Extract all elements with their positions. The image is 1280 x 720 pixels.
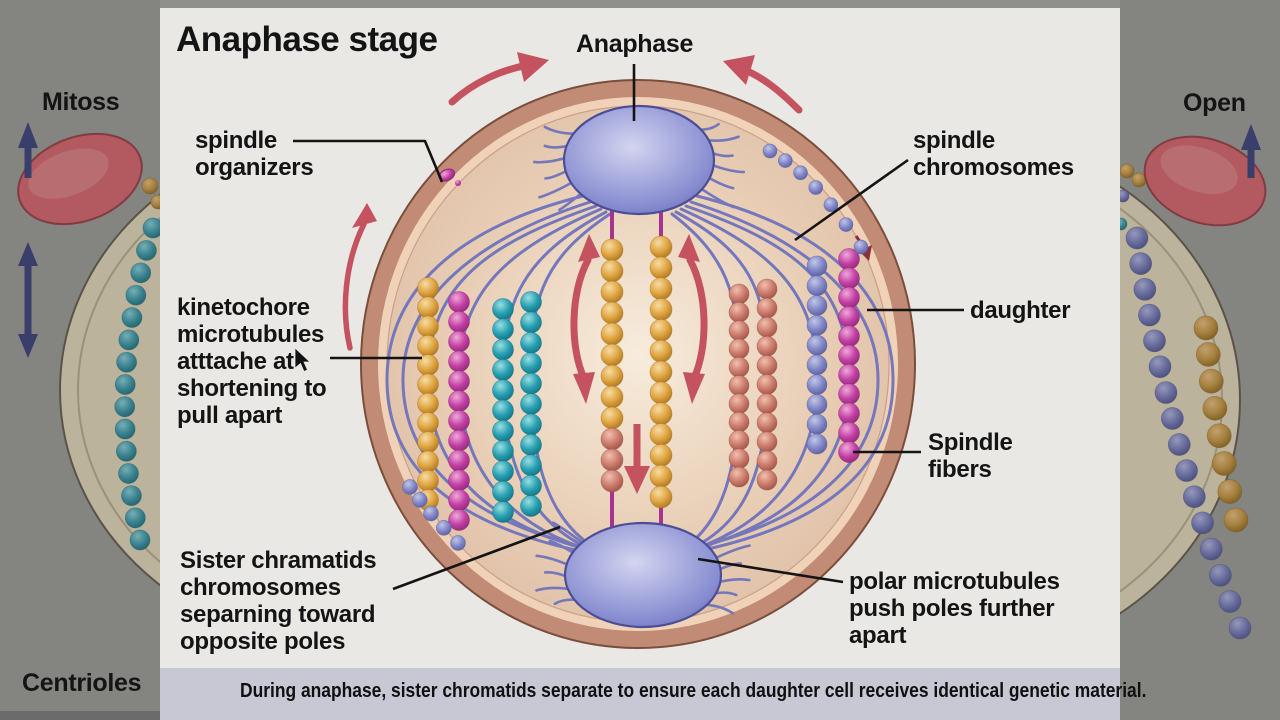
bottom-pole: [535, 521, 751, 629]
caption-bar: [160, 668, 1120, 720]
up-arrow-icon: [18, 122, 38, 178]
sister-chromatids-pointer: [392, 525, 561, 591]
rotation-arrow-top-left: [448, 61, 532, 106]
polar-microtubules-pointer: [697, 557, 844, 584]
rotation-arrow-left-edge: [342, 221, 367, 351]
top-pole: [532, 104, 746, 216]
caption-text: During anaphase, sister chromatids separ…: [239, 679, 1147, 702]
motion-arrows: [342, 52, 872, 494]
spindle-organizer-bead: [438, 168, 461, 186]
pull-arrow-right: [686, 256, 708, 382]
open-label: Open: [1183, 89, 1246, 117]
page-title: Anaphase stage: [176, 20, 438, 59]
spindle-chromosomes-pointer: [794, 158, 909, 242]
anaphase-label: Anaphase: [576, 30, 694, 58]
spindle-organizers-label: spindle organizers: [195, 127, 314, 182]
caption: During anaphase, sister chromatids separ…: [160, 679, 1146, 703]
spindle-chromosomes-label: spindle chromosomes: [913, 127, 1074, 182]
double-arrow-icon: [18, 242, 38, 358]
centrioles-label: Centrioles: [22, 669, 142, 697]
daughter-label: daughter: [970, 297, 1071, 324]
up-arrow-icon: [1241, 124, 1261, 178]
kinetochore-label: kinetochore microtubules atttache at sho…: [177, 294, 327, 430]
mouse-cursor-icon: [294, 348, 312, 373]
centriole-disc-right: [1143, 135, 1267, 227]
spindle-fibers-label: Spindle fibers: [928, 429, 1013, 484]
sister-chromatids-label: Sister chramatids chromosomes separning …: [180, 547, 377, 656]
pointer-lines: [293, 64, 964, 591]
spindle-organizers-pointer: [293, 139, 444, 183]
polar-microtubules-label: polar microtubules push poles further ap…: [849, 568, 1060, 650]
chromosome-beads: [402, 143, 869, 551]
centriole-disc-left: [17, 132, 143, 226]
mitoss-label: Mitoss: [42, 88, 120, 116]
pull-arrow-left: [570, 256, 592, 382]
